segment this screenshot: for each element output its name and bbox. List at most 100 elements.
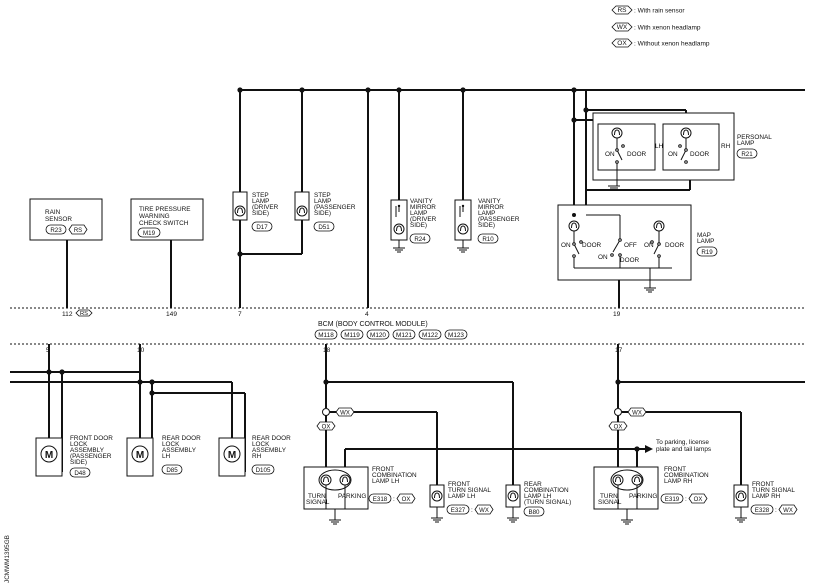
front-door-lock-assembly-passenger: M FRONT DOOR LOCK ASSEMBLY (PASSENGER SI… [35, 435, 113, 478]
motor-label: M [45, 450, 53, 461]
option-tag-wx: WX [632, 410, 642, 416]
component-label: ASSEMBLY [162, 447, 197, 454]
legend-code: WX [617, 24, 628, 31]
switch-label-on: ON [605, 151, 615, 158]
component-label: LOCK [162, 441, 180, 448]
legend-item-rs: RS : With rain sensor [611, 5, 685, 15]
component-label: PERSONAL [737, 134, 772, 141]
component-label: SIDE) [70, 459, 87, 466]
component-label: (DRIVER [410, 216, 437, 223]
legend-code: OX [617, 40, 627, 47]
bcm-title: BCM (BODY CONTROL MODULE) [318, 321, 428, 328]
bcm-connector: M119 [344, 332, 360, 339]
rear-combination-lamp-lh: REAR COMBINATION LAMP LH (TURN SIGNAL) B… [505, 481, 571, 523]
component-label: COMBINATION [372, 472, 417, 479]
connector-label: D85 [166, 467, 178, 474]
connector-label: E319 [665, 496, 680, 503]
legend: RS : With rain sensor WX : With xenon he… [611, 5, 710, 48]
component-label: LAMP RH [664, 478, 693, 485]
personal-lamp: ON DOOR LH ON DOOR RH PERSONAL LAMP R21 [592, 112, 772, 191]
component-label: TIRE PRESSURE [139, 206, 191, 213]
motor-label: M [228, 450, 236, 461]
component-label: MAP [697, 232, 711, 239]
component-label: LAMP [478, 210, 495, 217]
bcm-connector: M121 [396, 332, 412, 339]
option-tag-wx: WX [340, 410, 350, 416]
component-label: LAMP [314, 198, 331, 205]
switch-label-on: ON [598, 254, 608, 261]
lower-wiring [10, 344, 805, 485]
component-label: LAMP [697, 238, 714, 245]
component-label: FRONT DOOR [70, 435, 113, 442]
component-label: ASSEMBLY [252, 447, 287, 454]
connector-label: D105 [256, 467, 271, 474]
personal-lamp-lh: LH [655, 143, 664, 150]
connector-label: R21 [741, 151, 753, 158]
component-label: SIDE) [252, 210, 269, 217]
svg-text::: : [685, 496, 687, 503]
option-tag: OX [694, 497, 703, 503]
option-tag: WX [783, 508, 793, 514]
arrow-note-line: To parking, license [656, 439, 709, 446]
connector-label: R24 [414, 236, 426, 243]
front-turn-signal-lamp-rh: FRONT TURN SIGNAL LAMP RH E328 : WX [733, 481, 798, 523]
component-label: ASSEMBLY [70, 447, 105, 454]
lh-splice-tags: WX OX [316, 407, 355, 431]
arrow-note-line: plate and tail lamps [656, 446, 711, 453]
component-label: RAIN [45, 209, 61, 216]
bcm-connector: M123 [448, 332, 464, 339]
connector-label: D17 [256, 224, 268, 231]
rear-door-lock-assembly-rh: M REAR DOOR LOCK ASSEMBLY RH D105 [218, 435, 291, 477]
component-label: LOCK [252, 441, 270, 448]
component-label: REAR DOOR [252, 435, 291, 442]
component-label: LAMP LH [524, 493, 552, 500]
map-lamp: ON DOOR OFF ON DOOR ON DOOR MAP LAMP R19 [557, 204, 718, 293]
bcm-pin-112: 112 [62, 311, 73, 318]
arrow-note: To parking, license plate and tail lamps [656, 439, 711, 453]
option-tag-ox: OX [614, 424, 623, 430]
legend-item-ox: OX : Without xenon headlamp [611, 38, 710, 48]
component-label: REAR DOOR [162, 435, 201, 442]
bcm-pin-7: 7 [238, 311, 242, 318]
component-label: TURN SIGNAL [752, 487, 795, 494]
front-turn-signal-lamp-lh: FRONT TURN SIGNAL LAMP LH E327 : WX [429, 481, 494, 523]
component-label: LH [162, 453, 171, 460]
turn-signal-label: TURN [600, 493, 618, 500]
component-label: (PASSENGER [478, 216, 520, 223]
component-label: MIRROR [410, 204, 436, 211]
connector-label: R23 [50, 227, 62, 234]
legend-item-wx: WX : With xenon headlamp [611, 22, 701, 32]
connector-label: E318 [373, 496, 388, 503]
legend-text: : With rain sensor [634, 8, 685, 15]
legend-text: : With xenon headlamp [634, 25, 701, 32]
component-label: STEP [314, 192, 331, 199]
component-label: VANITY [478, 198, 501, 205]
switch-label-off: OFF [624, 242, 637, 249]
diagram-id: JCMWM1395GB [4, 535, 11, 583]
component-label: LAMP [410, 210, 427, 217]
component-label: RH [252, 453, 262, 460]
component-label: COMBINATION [664, 472, 709, 479]
turn-signal-label: SIGNAL [598, 499, 622, 506]
component-label: VANITY [410, 198, 433, 205]
connector-label: R19 [701, 249, 713, 256]
rh-splice-tags: WX OX [608, 407, 647, 431]
switch-label-on: ON [561, 242, 571, 249]
front-combination-lamp-lh: TURN SIGNAL PARKING FRONT COMBINATION LA… [303, 466, 417, 525]
component-label: FRONT [752, 481, 774, 488]
parking-label: PARKING [338, 493, 366, 500]
front-combination-lamp-rh: TURN SIGNAL PARKING FRONT COMBINATION LA… [593, 466, 709, 525]
switch-label-on: ON [668, 151, 678, 158]
bcm-connector-list: M118 M119 M120 M121 M122 M123 [314, 329, 468, 340]
tire-pressure-warning-check-switch: TIRE PRESSURE WARNING CHECK SWITCH M19 [130, 198, 204, 241]
component-label: LAMP RH [752, 493, 781, 500]
component-label: CHECK SWITCH [139, 220, 189, 227]
component-label: WARNING [139, 213, 170, 220]
component-label: LAMP LH [448, 493, 476, 500]
connector-label: E328 [755, 507, 770, 514]
svg-text::: : [775, 507, 777, 514]
component-label: FRONT [448, 481, 470, 488]
bcm-connector: M122 [422, 332, 438, 339]
turn-signal-label: SIGNAL [306, 499, 330, 506]
